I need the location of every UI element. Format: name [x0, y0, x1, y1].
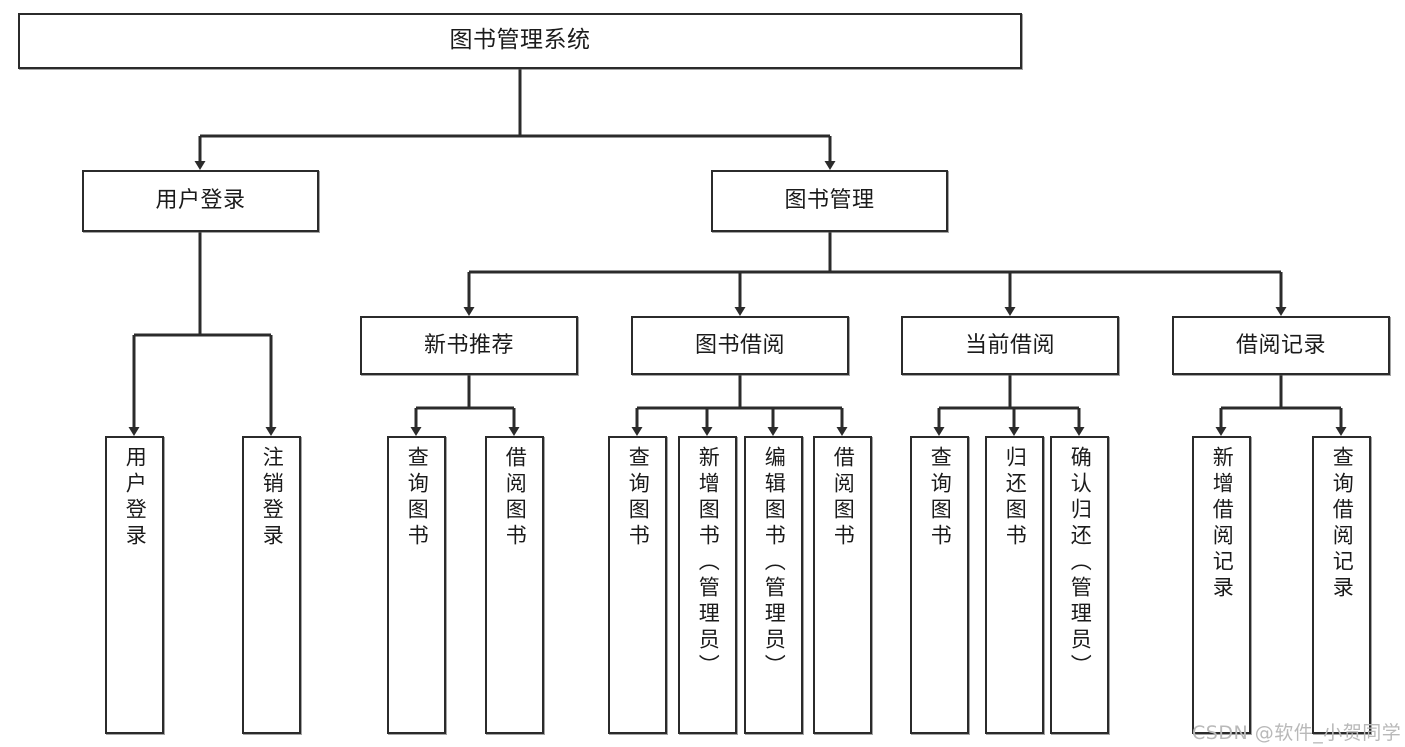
node-user-login-label: 用户登录 — [155, 188, 246, 214]
node-book-borrow-label: 图书借阅 — [694, 332, 785, 358]
node-query-book-borrow-label: 查询图书 — [626, 446, 651, 550]
node-query-book-borrow[interactable]: 查询图书 — [608, 436, 667, 734]
node-user-login-leaf-label: 用户登录 — [123, 446, 148, 550]
node-user-login-leaf[interactable]: 用户登录 — [105, 436, 164, 734]
csdn-watermark: CSDN @软件_小贺同学 — [1192, 722, 1402, 744]
node-borrow-record-label: 借阅记录 — [1235, 332, 1326, 358]
node-borrow-book-borrow-label: 借阅图书 — [831, 446, 856, 550]
node-query-book-recommend[interactable]: 查询图书 — [387, 436, 446, 734]
node-book-borrow[interactable]: 图书借阅 — [631, 316, 849, 375]
node-borrow-book-recommend-label: 借阅图书 — [503, 446, 528, 550]
node-query-book-current-label: 查询图书 — [928, 446, 953, 550]
node-query-borrow-record-label: 查询借阅记录 — [1330, 446, 1355, 602]
node-confirm-return-admin[interactable]: 确认归还（管理员） — [1050, 436, 1109, 734]
node-borrow-book-recommend[interactable]: 借阅图书 — [485, 436, 544, 734]
node-add-borrow-record[interactable]: 新增借阅记录 — [1192, 436, 1251, 734]
node-edit-book-admin-label: 编辑图书（管理员） — [762, 446, 787, 680]
node-query-book-recommend-label: 查询图书 — [405, 446, 430, 550]
node-root-label: 图书管理系统 — [449, 27, 591, 54]
node-book-management[interactable]: 图书管理 — [711, 170, 948, 232]
node-return-book[interactable]: 归还图书 — [985, 436, 1044, 734]
node-borrow-book-borrow[interactable]: 借阅图书 — [813, 436, 872, 734]
node-logout-leaf-label: 注销登录 — [260, 446, 285, 550]
node-current-borrow-label: 当前借阅 — [964, 332, 1055, 358]
node-add-book-admin[interactable]: 新增图书（管理员） — [678, 436, 737, 734]
node-edit-book-admin[interactable]: 编辑图书（管理员） — [744, 436, 803, 734]
node-current-borrow[interactable]: 当前借阅 — [901, 316, 1119, 375]
node-query-borrow-record[interactable]: 查询借阅记录 — [1312, 436, 1371, 734]
node-return-book-label: 归还图书 — [1003, 446, 1028, 550]
node-query-book-current[interactable]: 查询图书 — [910, 436, 969, 734]
node-borrow-record[interactable]: 借阅记录 — [1172, 316, 1390, 375]
node-new-book-recommend[interactable]: 新书推荐 — [360, 316, 578, 375]
node-add-borrow-record-label: 新增借阅记录 — [1210, 446, 1235, 602]
node-add-book-admin-label: 新增图书（管理员） — [696, 446, 721, 680]
node-new-book-recommend-label: 新书推荐 — [423, 332, 514, 358]
node-book-management-label: 图书管理 — [784, 188, 875, 214]
node-user-login[interactable]: 用户登录 — [82, 170, 319, 232]
node-confirm-return-admin-label: 确认归还（管理员） — [1068, 446, 1093, 680]
node-logout-leaf[interactable]: 注销登录 — [242, 436, 301, 734]
node-root[interactable]: 图书管理系统 — [18, 13, 1022, 69]
